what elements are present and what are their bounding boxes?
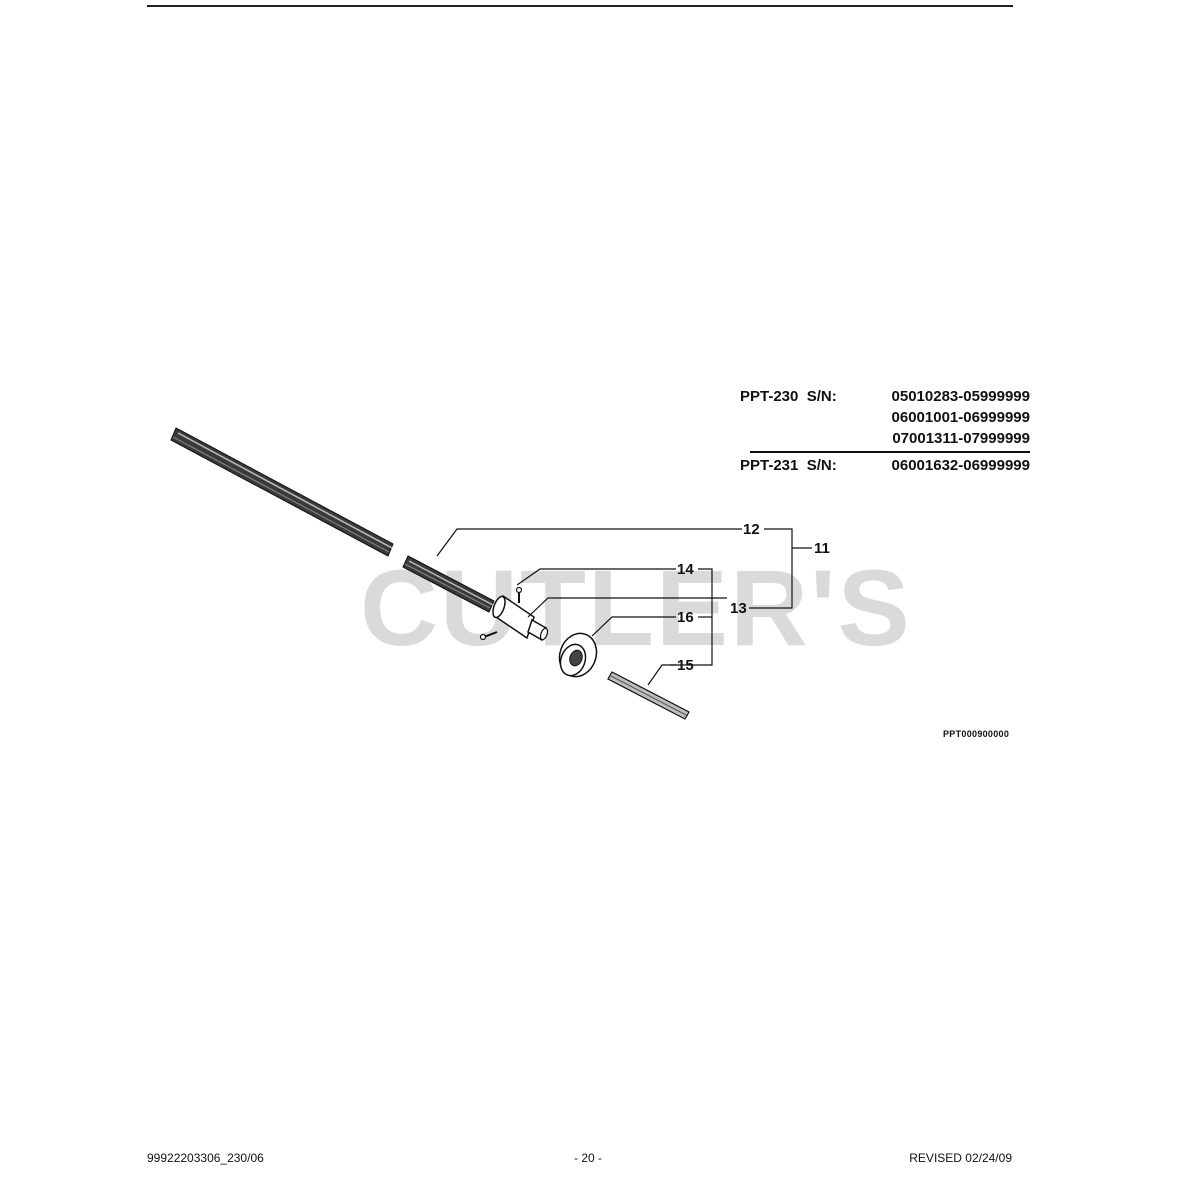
leader-lines	[436, 528, 812, 686]
footer-doc-number: 99922203306_230/06	[147, 1151, 264, 1165]
footer-page-number: - 20 -	[573, 1151, 602, 1165]
ppt231-range: 06001632-06999999	[891, 457, 1030, 474]
screw	[479, 631, 498, 641]
ppt230-range-1: 05010283-05999999	[891, 388, 1030, 405]
ppt230-sn-label: S/N:	[806, 388, 837, 405]
shaft-upper	[170, 427, 394, 557]
bearing	[558, 632, 598, 678]
short-rod	[607, 671, 690, 720]
ppt231-model: PPT-231	[740, 457, 799, 474]
diagram-code: PPT000900000	[943, 729, 1010, 739]
footer-revised: REVISED 02/24/09	[909, 1151, 1012, 1165]
coupling	[492, 594, 549, 642]
callout-16: 16	[677, 609, 694, 626]
serial-divider	[750, 451, 1030, 453]
shaft-lower	[402, 555, 495, 613]
top-rule	[147, 5, 1013, 7]
ppt231-sn-label: S/N:	[806, 457, 837, 474]
callout-11: 11	[814, 540, 830, 557]
callout-13: 13	[730, 600, 747, 617]
watermark: CUTLER'S	[360, 547, 912, 668]
ppt230-range-3: 07001311-07999999	[892, 430, 1030, 447]
callout-15: 15	[677, 657, 694, 674]
ppt230-sn-line: PPT-230 S/N: 05010283-05999999	[740, 386, 1030, 407]
ppt231-sn-line: PPT-231 S/N: 06001632-06999999	[740, 455, 1030, 476]
ppt230-range-2: 06001001-06999999	[891, 409, 1030, 426]
ppt230-model: PPT-230	[740, 388, 799, 405]
pin-vertical	[515, 586, 523, 603]
callout-12: 12	[743, 521, 760, 538]
callout-14: 14	[677, 561, 694, 578]
serial-number-block: PPT-230 S/N: 05010283-05999999 06001001-…	[740, 386, 1030, 476]
